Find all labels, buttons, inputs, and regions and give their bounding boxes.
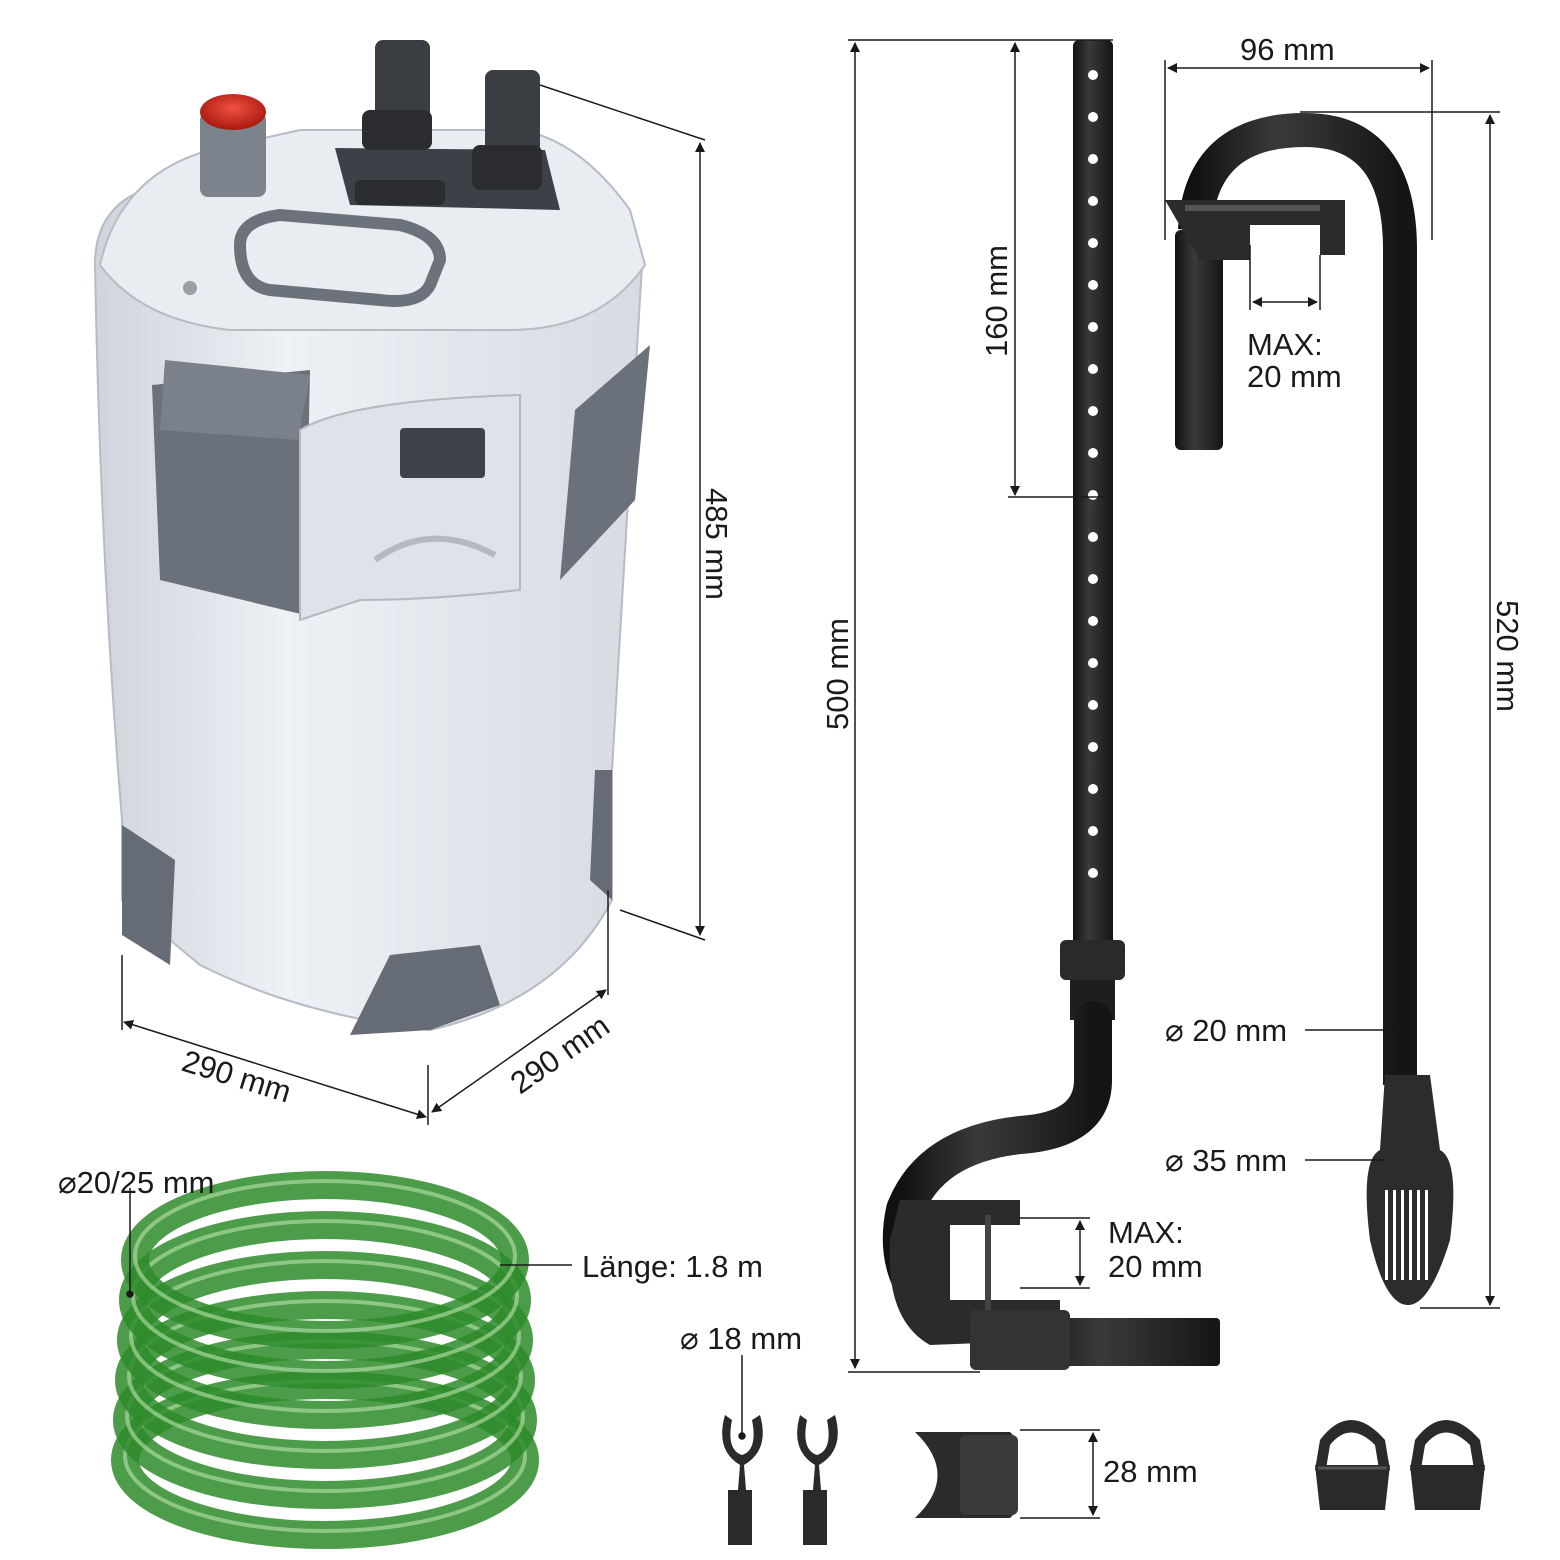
lid-handle	[233, 208, 447, 307]
clip-1	[1315, 1420, 1390, 1475]
green-hose-coil	[111, 1171, 539, 1549]
intake-hole	[1088, 574, 1098, 584]
outlet-height-label: 520 mm	[1490, 600, 1525, 712]
intake-coupling	[1060, 940, 1125, 980]
outlet-pipe-diameter-label: ⌀ 20 mm	[1165, 1013, 1287, 1048]
holder-1	[722, 1415, 763, 1545]
nozzle-dimensions	[1020, 1429, 1100, 1519]
foot-back	[590, 770, 612, 900]
intake-hole	[1088, 700, 1098, 710]
clip-2	[1410, 1420, 1485, 1475]
intake-hole	[1088, 280, 1098, 290]
outlet-curve	[1178, 112, 1417, 1085]
intake-clamp-max-label: MAX:	[1108, 1215, 1184, 1250]
hose-length-label: Länge: 1.8 m	[582, 1249, 763, 1284]
hose-holders	[722, 1415, 838, 1545]
intake-hole	[1088, 406, 1098, 416]
intake-hole	[1088, 196, 1098, 206]
hose-clips	[1315, 1420, 1485, 1510]
intake-hole	[1088, 616, 1098, 626]
hose-highlight	[127, 1299, 523, 1453]
hose-highlight	[133, 1179, 517, 1333]
nozzle-piece	[915, 1432, 1018, 1518]
strainer-slot	[1393, 1190, 1396, 1280]
intake-hole	[1088, 70, 1098, 80]
intake-hole	[1088, 784, 1098, 794]
intake-upper-label: 160 mm	[979, 245, 1014, 357]
holder-diameter-label: ⌀ 18 mm	[680, 1321, 802, 1356]
canister-filter	[93, 40, 650, 1035]
power-button-base	[200, 112, 266, 197]
strainer-slot	[1409, 1190, 1412, 1280]
intake-clamp	[889, 1200, 1060, 1345]
valve-right	[485, 70, 540, 165]
strainer-slot	[1425, 1190, 1428, 1280]
outlet-strainer-diameter-label: ⌀ 35 mm	[1165, 1143, 1287, 1178]
foot-left	[122, 825, 175, 965]
intake-hole	[1088, 238, 1098, 248]
nozzle-size-label: 28 mm	[1103, 1454, 1198, 1489]
canister-dimensions	[121, 84, 706, 1125]
intake-hole	[1088, 868, 1098, 878]
intake-pipe	[882, 40, 1220, 1370]
intake-hole	[1088, 742, 1098, 752]
outlet-clamp	[1165, 200, 1345, 260]
holder-2	[797, 1415, 838, 1545]
outlet-width-label: 96 mm	[1240, 32, 1335, 67]
depth-dimension-line	[431, 989, 607, 1113]
canister-height-label: 485 mm	[699, 488, 734, 600]
intake-hole	[1088, 154, 1098, 164]
canister-width-label: 290 mm	[178, 1043, 295, 1109]
intake-hole	[1088, 532, 1098, 542]
hose-dimensions	[126, 1188, 572, 1298]
hose-highlight	[129, 1259, 521, 1413]
strainer-slot	[1401, 1190, 1404, 1280]
intake-hole	[1088, 322, 1098, 332]
latch-right	[560, 345, 650, 580]
outlet-clamp-max-value: 20 mm	[1247, 359, 1342, 394]
holder-dimension	[738, 1355, 746, 1440]
intake-hole	[1088, 364, 1098, 374]
outlet-dimensions	[1164, 60, 1500, 1309]
intake-total-label: 500 mm	[820, 618, 855, 730]
valve-left	[375, 40, 430, 130]
intake-hole	[1088, 490, 1098, 500]
intake-hole	[1088, 448, 1098, 458]
intake-dimensions	[848, 39, 1113, 1373]
outlet-pipe	[1165, 112, 1454, 1305]
strainer-slot	[1385, 1190, 1388, 1280]
intake-hole	[1088, 112, 1098, 122]
intake-hole	[1088, 826, 1098, 836]
outlet-nozzle	[1175, 230, 1223, 450]
outlet-clamp-max-label: MAX:	[1247, 327, 1323, 362]
strainer-slot	[1417, 1190, 1420, 1280]
hose-diameter-label: ⌀20/25 mm	[58, 1165, 215, 1200]
width-dimension-line	[123, 1019, 427, 1120]
intake-hole	[1088, 658, 1098, 668]
red-button-icon	[200, 94, 266, 130]
intake-clamp-max-value: 20 mm	[1108, 1249, 1203, 1284]
